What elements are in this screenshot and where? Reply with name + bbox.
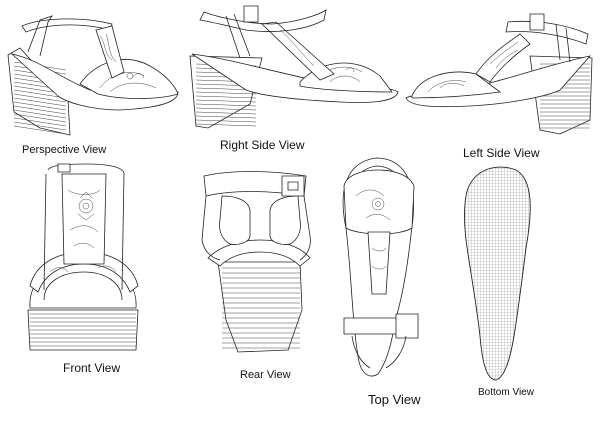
top-view-drawing [342, 157, 419, 377]
outsole-texture [464, 166, 531, 381]
perspective-view-drawing [7, 15, 179, 136]
bottom-view-label: Bottom View [478, 387, 534, 398]
wedge-stripes [222, 267, 300, 349]
bottom-view-drawing [464, 166, 531, 381]
right-side-view-label: Right Side View [220, 138, 305, 152]
rear-view-label: Rear View [240, 369, 291, 381]
perspective-view-label: Perspective View [22, 144, 107, 156]
left-side-view-drawing [405, 13, 593, 135]
rear-view-drawing [201, 171, 311, 353]
top-view-label: Top View [368, 392, 421, 407]
wedge-stripes [30, 313, 136, 347]
front-view-label: Front View [63, 361, 121, 375]
left-side-view-label: Left Side View [463, 146, 540, 160]
right-side-view-drawing [189, 5, 399, 129]
front-view-drawing [27, 163, 139, 351]
